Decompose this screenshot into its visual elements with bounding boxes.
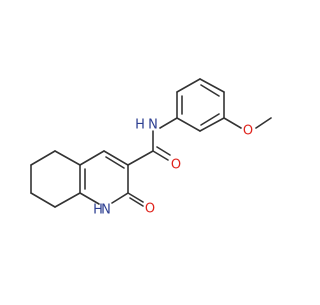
bond	[127, 192, 144, 203]
bond	[176, 117, 201, 132]
ether-oxygen-label: O	[243, 124, 253, 139]
structure-canvas: N H O O H N O	[30, 78, 272, 218]
bond	[105, 156, 125, 169]
bond	[223, 117, 242, 129]
bond	[30, 192, 56, 208]
bond	[255, 117, 272, 129]
bond	[156, 146, 171, 156]
bond	[200, 84, 220, 97]
bonds	[30, 78, 272, 208]
amide-oxygen-label: O	[171, 158, 181, 173]
bond	[79, 192, 100, 205]
bond	[54, 192, 81, 208]
molecule-structure: N H O O H N O	[30, 78, 272, 218]
bond	[159, 117, 178, 129]
bond	[176, 78, 201, 93]
ring-hydrogen-label: H	[93, 203, 103, 218]
bond	[200, 113, 220, 126]
bond	[127, 150, 154, 166]
ring-nitrogen-label: N	[101, 203, 111, 218]
bond	[199, 117, 225, 132]
bond	[79, 150, 105, 166]
bond	[152, 150, 169, 161]
bond	[111, 192, 129, 204]
bond	[129, 197, 144, 207]
amide-hydrogen-label: H	[135, 118, 145, 133]
bond	[30, 150, 56, 166]
atom-labels: N H O O H N O	[93, 118, 253, 218]
ring-oxygen-label: O	[145, 202, 155, 217]
amide-nitrogen-label: N	[148, 118, 158, 133]
bond	[199, 78, 225, 93]
bond	[103, 150, 129, 166]
bond	[54, 150, 81, 166]
